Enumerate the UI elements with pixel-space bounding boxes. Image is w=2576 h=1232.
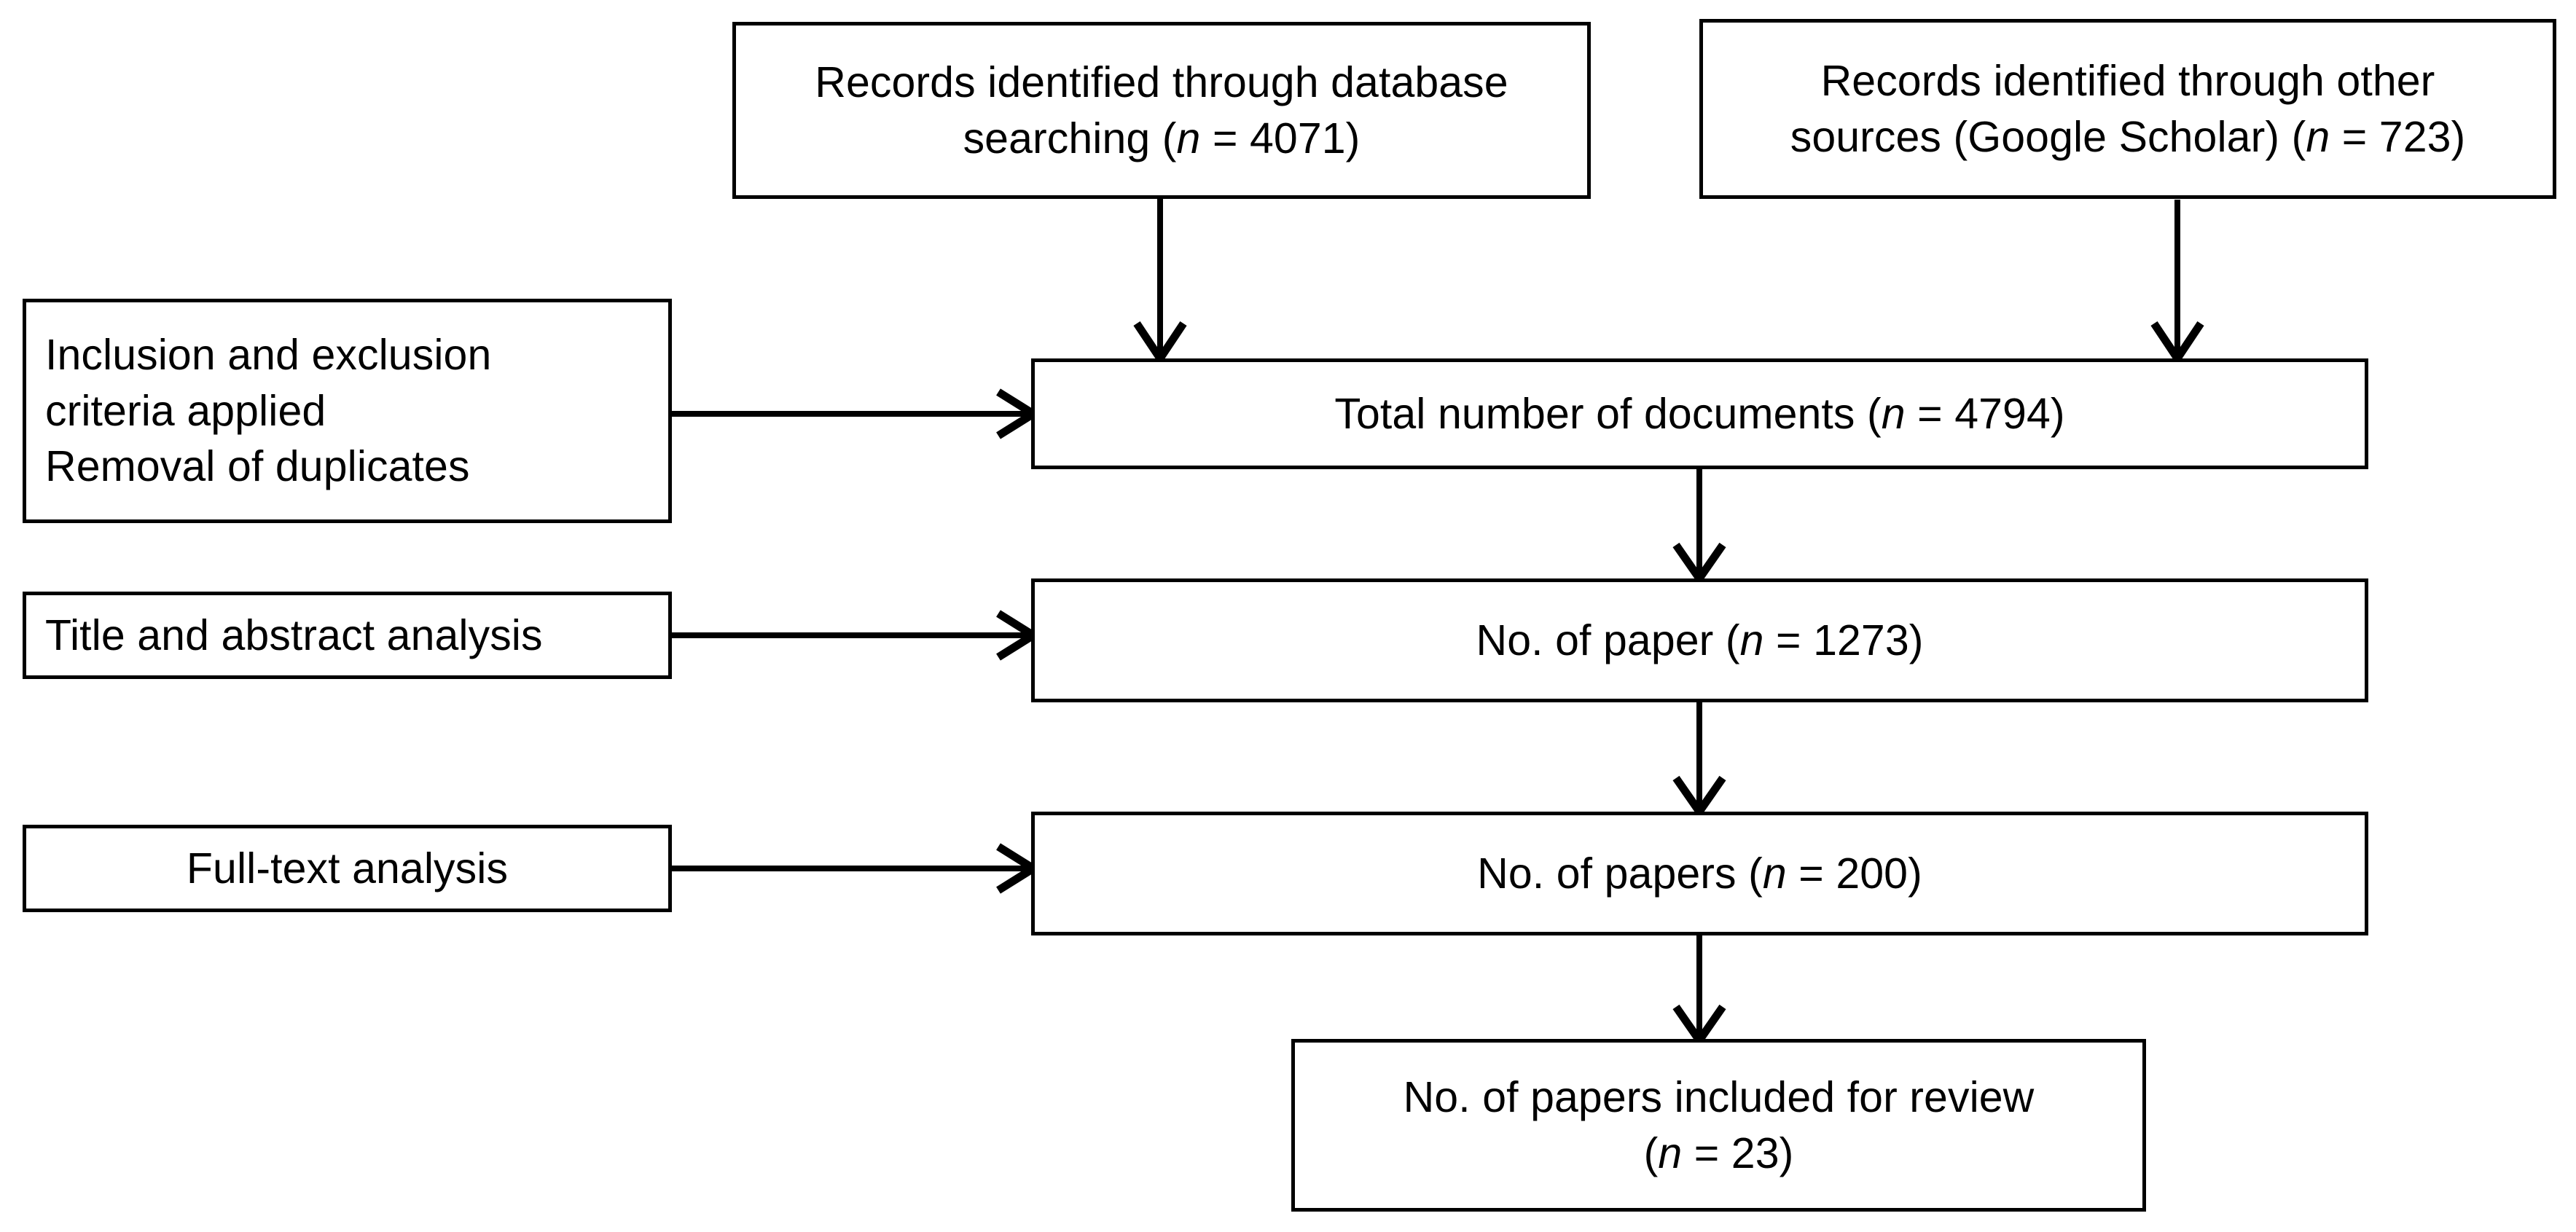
n-symbol: n (1739, 616, 1764, 664)
n-symbol: n (1762, 849, 1787, 898)
edge-no-of-paper-to-no-of-papers (1672, 702, 1726, 819)
node-line: No. of paper (n = 1273) (1476, 613, 1923, 669)
node-text: searching ( (963, 114, 1177, 162)
node-text: Title and abstract analysis (45, 611, 543, 659)
node-records-identified-database: Records identified through database sear… (732, 22, 1591, 199)
n-symbol: n (2306, 112, 2330, 161)
node-line: searching (n = 4071) (963, 111, 1361, 167)
node-line: sources (Google Scholar) (n = 723) (1790, 109, 2466, 165)
node-text: Records identified through other (1820, 56, 2435, 105)
node-text: Inclusion and exclusion (45, 330, 492, 379)
node-text: No. of papers ( (1477, 849, 1763, 898)
node-title-abstract-analysis: Title and abstract analysis (23, 592, 672, 679)
n-symbol: n (1881, 389, 1906, 438)
node-line: Total number of documents (n = 4794) (1334, 386, 2064, 442)
node-line: (n = 23) (1644, 1126, 1794, 1182)
edge-no-of-papers-to-papers-included (1672, 935, 1726, 1048)
edge-total-documents-to-no-of-paper (1672, 469, 1726, 586)
node-count: = 1273) (1763, 616, 1924, 664)
edge-criteria-to-total-documents (672, 388, 1041, 439)
node-count: = 723) (2330, 112, 2466, 161)
node-text: No. of paper ( (1476, 616, 1740, 664)
node-text: Total number of documents ( (1334, 389, 1882, 438)
node-text: criteria applied (45, 386, 326, 435)
node-count: = 4071) (1200, 114, 1361, 162)
node-count: = 4794) (1905, 389, 2065, 438)
node-text: No. of papers included for review (1403, 1072, 2035, 1121)
node-no-of-papers: No. of papers (n = 200) (1031, 812, 2368, 935)
edge-records-database-to-total-documents (1133, 198, 1187, 366)
n-symbol: n (1658, 1129, 1683, 1177)
node-papers-included-for-review: No. of papers included for review (n = 2… (1291, 1039, 2146, 1212)
node-no-of-paper: No. of paper (n = 1273) (1031, 578, 2368, 702)
node-line: Records identified through other (1821, 53, 2435, 109)
edge-records-other-to-total-documents (2150, 200, 2204, 366)
node-inclusion-exclusion-criteria: Inclusion and exclusion criteria applied… (23, 299, 672, 523)
node-text: ( (1643, 1129, 1659, 1177)
n-symbol: n (1176, 114, 1201, 162)
node-total-documents: Total number of documents (n = 4794) (1031, 358, 2368, 469)
node-line: Records identified through database (815, 55, 1508, 111)
node-count: = 23) (1682, 1129, 1794, 1177)
node-line: No. of papers (n = 200) (1477, 846, 1922, 902)
node-text: Removal of duplicates (45, 442, 470, 491)
node-full-text-analysis: Full-text analysis (23, 825, 672, 912)
node-count: = 200) (1786, 849, 1922, 898)
node-records-identified-other-sources: Records identified through other sources… (1699, 19, 2556, 199)
node-text: Records identified through database (815, 58, 1508, 106)
node-text: sources (Google Scholar) ( (1790, 112, 2306, 161)
edge-full-text-to-no-of-papers (672, 843, 1041, 894)
node-text: Full-text analysis (186, 844, 509, 892)
edge-title-abstract-to-no-of-paper (672, 610, 1041, 661)
